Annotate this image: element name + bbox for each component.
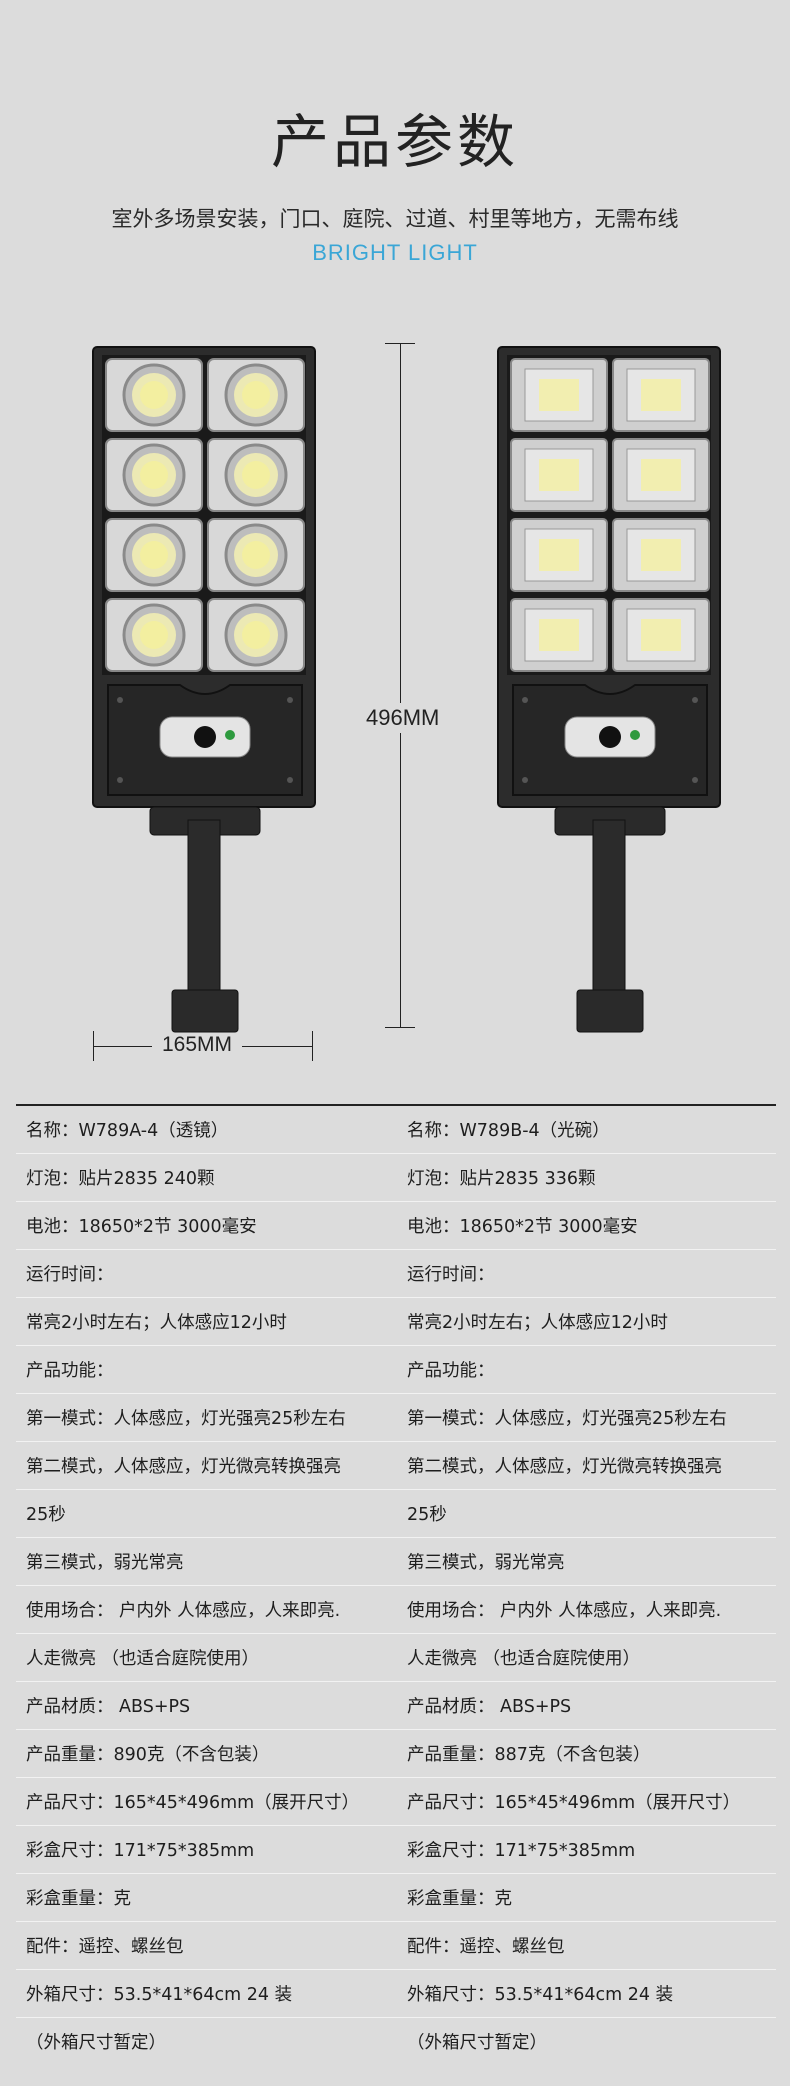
spec-row: 彩盒重量：克 彩盒重量：克 [16, 1874, 776, 1922]
reflector-module [612, 358, 710, 432]
lens-module [207, 438, 305, 512]
spec-cell-lens: 产品重量：890克（不含包装） [26, 1745, 270, 1765]
spec-cell-reflector: 产品功能： [407, 1361, 495, 1381]
page-subtitle: 室外多场景安装，门口、庭院、过道、村里等地方，无需布线 [111, 207, 679, 231]
spec-cell-lens: 电池：18650*2节 3000毫安 [26, 1217, 257, 1237]
spec-cell-reflector: 第一模式：人体感应，灯光强亮25秒左右 [407, 1409, 727, 1429]
spec-row: 运行时间： 运行时间： [16, 1250, 776, 1298]
spec-row: 第三模式，弱光常亮 第三模式，弱光常亮 [16, 1538, 776, 1586]
spec-cell-reflector: 运行时间： [407, 1265, 495, 1285]
page-title: 产品参数 [270, 108, 519, 176]
spec-cell-lens: 产品功能： [26, 1361, 114, 1381]
width-dimension-cap-right [312, 1031, 313, 1061]
spec-row: 产品功能： 产品功能： [16, 1346, 776, 1394]
reflector-module [510, 438, 608, 512]
height-dimension-cap-bottom [385, 1027, 415, 1028]
spec-cell-lens: 产品尺寸：165*45*496mm（展开尺寸） [26, 1793, 360, 1813]
spec-cell-reflector: 人走微亮 （也适合庭院使用） [407, 1649, 641, 1669]
spec-row: 电池：18650*2节 3000毫安 电池：18650*2节 3000毫安 [16, 1202, 776, 1250]
width-dimension-cap-left [93, 1031, 94, 1061]
spec-cell-reflector: 彩盒重量：克 [407, 1889, 512, 1909]
lens-module [105, 598, 203, 672]
spec-cell-reflector: 产品重量：887克（不含包装） [407, 1745, 651, 1765]
spec-cell-reflector: 电池：18650*2节 3000毫安 [407, 1217, 638, 1237]
spec-cell-lens: 运行时间： [26, 1265, 114, 1285]
spec-cell-lens: 常亮2小时左右；人体感应12小时 [26, 1313, 287, 1333]
spec-row: 使用场合： 户内外 人体感应，人来即亮. 使用场合： 户内外 人体感应，人来即亮… [16, 1586, 776, 1634]
spec-cell-reflector: 名称：W789B-4（光碗） [407, 1121, 610, 1141]
spec-row: 第二模式，人体感应，灯光微亮转换强亮 第二模式，人体感应，灯光微亮转换强亮 [16, 1442, 776, 1490]
reflector-module [510, 358, 608, 432]
product-image-lens [92, 346, 316, 1033]
spec-cell-lens: 彩盒重量：克 [26, 1889, 131, 1909]
spec-table-top-rule [16, 1104, 776, 1106]
spec-row: 灯泡：贴片2835 240颗 灯泡：贴片2835 336颗 [16, 1154, 776, 1202]
spec-cell-reflector: 配件：遥控、螺丝包 [407, 1937, 565, 1957]
lens-module [207, 598, 305, 672]
spec-row: 名称：W789A-4（透镜） 名称：W789B-4（光碗） [16, 1106, 776, 1154]
spec-cell-lens: 第三模式，弱光常亮 [26, 1553, 184, 1573]
spec-cell-reflector: 产品尺寸：165*45*496mm（展开尺寸） [407, 1793, 741, 1813]
spec-cell-reflector: 第三模式，弱光常亮 [407, 1553, 565, 1573]
spec-table: 名称：W789A-4（透镜） 名称：W789B-4（光碗） 灯泡：贴片2835 … [16, 1106, 776, 2065]
reflector-module [510, 598, 608, 672]
spec-cell-reflector: （外箱尺寸暂定） [407, 2033, 547, 2053]
spec-cell-lens: 配件：遥控、螺丝包 [26, 1937, 184, 1957]
height-dimension-label: 496MM [364, 703, 442, 733]
reflector-module [612, 598, 710, 672]
spec-cell-lens: 灯泡：贴片2835 240颗 [26, 1169, 215, 1189]
lens-module [105, 358, 203, 432]
spec-row: 产品尺寸：165*45*496mm（展开尺寸） 产品尺寸：165*45*496m… [16, 1778, 776, 1826]
spec-cell-lens: （外箱尺寸暂定） [26, 2033, 166, 2053]
spec-cell-lens: 名称：W789A-4（透镜） [26, 1121, 229, 1141]
spec-cell-lens: 彩盒尺寸：171*75*385mm [26, 1841, 255, 1861]
lens-module [105, 438, 203, 512]
spec-cell-lens: 第一模式：人体感应，灯光强亮25秒左右 [26, 1409, 346, 1429]
spec-row: （外箱尺寸暂定） （外箱尺寸暂定） [16, 2018, 776, 2065]
spec-cell-lens: 产品材质： ABS+PS [26, 1697, 191, 1717]
spec-cell-reflector: 25秒 [407, 1505, 447, 1525]
spec-row: 产品材质： ABS+PS 产品材质： ABS+PS [16, 1682, 776, 1730]
spec-cell-reflector: 产品材质： ABS+PS [407, 1697, 572, 1717]
spec-row: 彩盒尺寸：171*75*385mm 彩盒尺寸：171*75*385mm [16, 1826, 776, 1874]
width-dimension-label: 165MM [152, 1033, 243, 1057]
spec-row: 第一模式：人体感应，灯光强亮25秒左右 第一模式：人体感应，灯光强亮25秒左右 [16, 1394, 776, 1442]
spec-cell-reflector: 第二模式，人体感应，灯光微亮转换强亮 [407, 1457, 722, 1477]
spec-cell-reflector: 灯泡：贴片2835 336颗 [407, 1169, 596, 1189]
spec-row: 常亮2小时左右；人体感应12小时 常亮2小时左右；人体感应12小时 [16, 1298, 776, 1346]
spec-cell-reflector: 常亮2小时左右；人体感应12小时 [407, 1313, 668, 1333]
reflector-module [510, 518, 608, 592]
spec-row: 人走微亮 （也适合庭院使用） 人走微亮 （也适合庭院使用） [16, 1634, 776, 1682]
reflector-module [612, 438, 710, 512]
spec-cell-reflector: 外箱尺寸：53.5*41*64cm 24 装 [407, 1985, 674, 2005]
spec-row: 配件：遥控、螺丝包 配件：遥控、螺丝包 [16, 1922, 776, 1970]
spec-cell-reflector: 彩盒尺寸：171*75*385mm [407, 1841, 636, 1861]
product-image-reflector [497, 346, 721, 1033]
spec-cell-lens: 外箱尺寸：53.5*41*64cm 24 装 [26, 1985, 293, 2005]
lens-module [105, 518, 203, 592]
tagline: BRIGHT LIGHT [312, 240, 478, 265]
spec-row: 产品重量：890克（不含包装） 产品重量：887克（不含包装） [16, 1730, 776, 1778]
spec-cell-lens: 人走微亮 （也适合庭院使用） [26, 1649, 260, 1669]
spec-cell-lens: 25秒 [26, 1505, 66, 1525]
spec-cell-lens: 第二模式，人体感应，灯光微亮转换强亮 [26, 1457, 341, 1477]
spec-row: 25秒 25秒 [16, 1490, 776, 1538]
reflector-module [612, 518, 710, 592]
spec-cell-reflector: 使用场合： 户内外 人体感应，人来即亮. [407, 1601, 722, 1621]
height-dimension-line [400, 343, 401, 1028]
lens-module [207, 358, 305, 432]
height-dimension-cap-top [385, 343, 415, 344]
spec-row: 外箱尺寸：53.5*41*64cm 24 装 外箱尺寸：53.5*41*64cm… [16, 1970, 776, 2018]
spec-cell-lens: 使用场合： 户内外 人体感应，人来即亮. [26, 1601, 341, 1621]
lens-module [207, 518, 305, 592]
